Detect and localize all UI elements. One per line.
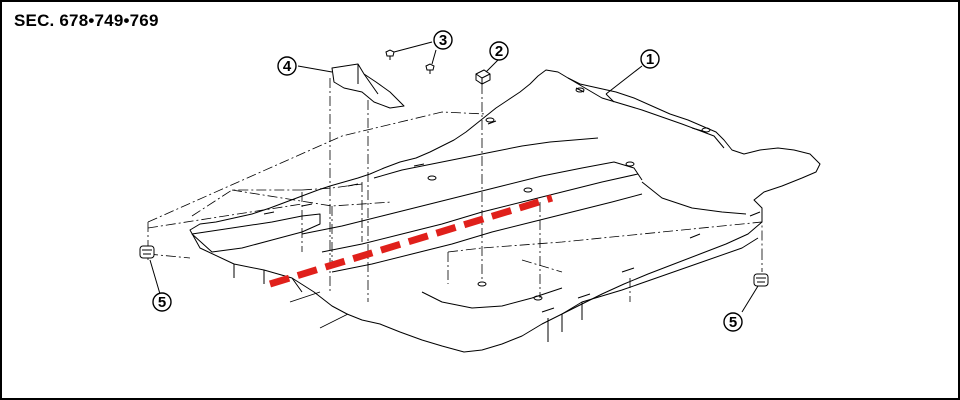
- hole-3: [701, 127, 711, 133]
- hole-6: [625, 161, 635, 167]
- callout-leaders: [149, 41, 759, 313]
- leader-3b: [431, 49, 437, 65]
- callout-3: 3: [433, 30, 453, 50]
- ref-line-front-cross: [147, 189, 303, 229]
- ref-line-rear-box: [447, 221, 763, 253]
- tunnel-left-edge: [301, 161, 643, 235]
- right-sill: [547, 237, 759, 342]
- grommet-left-icon: [139, 245, 155, 259]
- callout-5-right-label: 5: [729, 314, 737, 331]
- rear-floor-line: [567, 77, 725, 149]
- callout-1-label: 1: [646, 51, 654, 68]
- hole-1: [485, 117, 495, 123]
- ref-line-mid-cross: [231, 183, 393, 207]
- clip-part-2-icon: [475, 69, 491, 85]
- right-sill-slots: [541, 211, 761, 313]
- ref-line-drop-a: [301, 182, 363, 262]
- clips-part-3: [385, 49, 435, 74]
- callout-4: 4: [277, 56, 297, 76]
- clip-3a-icon: [385, 49, 395, 60]
- hole-7: [477, 281, 487, 287]
- inner-contour-2: [641, 181, 747, 215]
- section-code: SEC. 678•749•769: [14, 11, 159, 30]
- highlight-dashed-line: [268, 194, 554, 288]
- leader-4: [297, 65, 333, 73]
- ref-line-grommet-left: [147, 253, 191, 259]
- hole-8: [533, 295, 543, 301]
- leader-2: [485, 59, 499, 73]
- carpet-outline: [189, 69, 821, 353]
- hole-4: [427, 175, 437, 181]
- leader-3a: [393, 41, 433, 53]
- grommet-right-icon: [753, 273, 769, 287]
- callout-2: 2: [489, 41, 509, 61]
- heel-pad: [331, 63, 405, 109]
- ref-line-rear-drop: [447, 252, 631, 302]
- callout-1: 1: [640, 49, 660, 69]
- callout-5-left-label: 5: [158, 294, 166, 311]
- tunnel-ridge: [321, 173, 639, 253]
- leader-5b: [741, 285, 759, 313]
- hole-2: [575, 87, 585, 93]
- callout-5-left: 5: [152, 292, 172, 312]
- leader-1: [605, 65, 643, 95]
- clip-3b-icon: [425, 63, 435, 74]
- reference-lines: [147, 78, 763, 302]
- ref-line-top-left: [147, 111, 487, 223]
- callout-4-label: 4: [283, 58, 292, 75]
- callout-5-right: 5: [723, 312, 743, 332]
- leader-5a: [149, 259, 161, 295]
- front-left-footwell: [191, 213, 321, 253]
- callout-3-label: 3: [439, 32, 447, 49]
- inner-contour-3: [421, 287, 563, 309]
- front-leaders: [289, 291, 349, 329]
- left-sill: [233, 264, 303, 293]
- tunnel-right-edge: [331, 193, 643, 273]
- callout-2-label: 2: [495, 43, 503, 60]
- hole-5: [523, 187, 533, 193]
- inner-contour-1: [373, 137, 599, 179]
- front-left-slots: [263, 120, 497, 215]
